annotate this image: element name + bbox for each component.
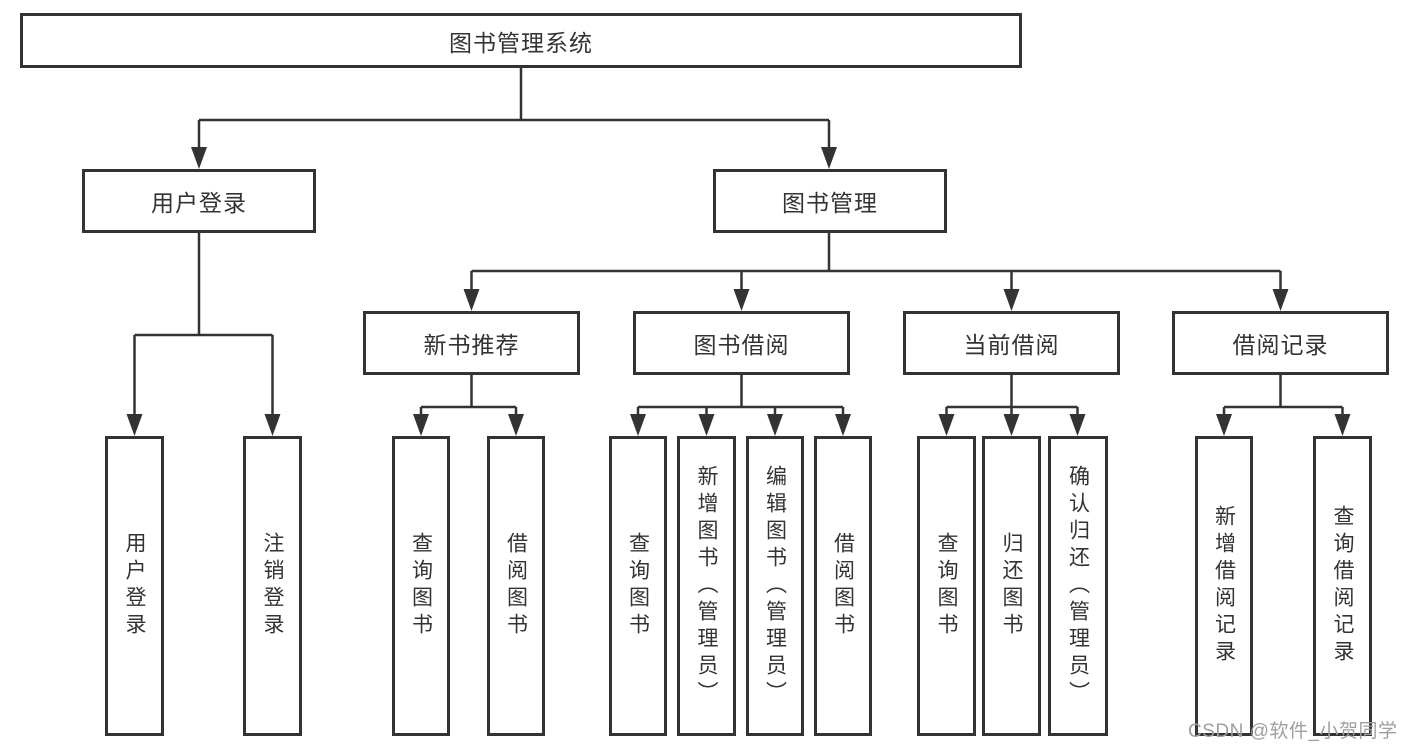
- leaf-add-borrow-record: 新增借阅记录: [1195, 436, 1253, 736]
- node-user-login: 用户登录: [82, 169, 316, 233]
- leaf-query-books-recommend: 查询图书: [392, 436, 450, 736]
- leaf-query-borrow-record: 查询借阅记录: [1313, 436, 1372, 736]
- leaf-query-books-borrow: 查询图书: [609, 436, 667, 736]
- leaf-add-books-admin: 新增图书（管理员）: [677, 436, 736, 736]
- csdn-watermark: CSDN @软件_小贺同学: [1188, 721, 1398, 742]
- leaf-confirm-return-admin: 确认归还（管理员）: [1048, 436, 1108, 736]
- node-current-borrow: 当前借阅: [903, 311, 1120, 375]
- leaf-borrow-books-recommend: 借阅图书: [487, 436, 545, 736]
- node-book-borrow: 图书借阅: [633, 311, 850, 375]
- leaf-borrow-books: 借阅图书: [814, 436, 872, 736]
- leaf-edit-books-admin: 编辑图书（管理员）: [746, 436, 804, 736]
- leaf-logout: 注销登录: [243, 436, 302, 736]
- node-borrow-records: 借阅记录: [1172, 311, 1389, 375]
- leaf-return-books: 归还图书: [982, 436, 1041, 736]
- leaf-user-login: 用户登录: [105, 436, 164, 736]
- leaf-query-books-current: 查询图书: [917, 436, 976, 736]
- node-new-book-recommend: 新书推荐: [363, 311, 580, 375]
- node-root-library-system: 图书管理系统: [20, 13, 1022, 68]
- node-book-management: 图书管理: [713, 169, 947, 233]
